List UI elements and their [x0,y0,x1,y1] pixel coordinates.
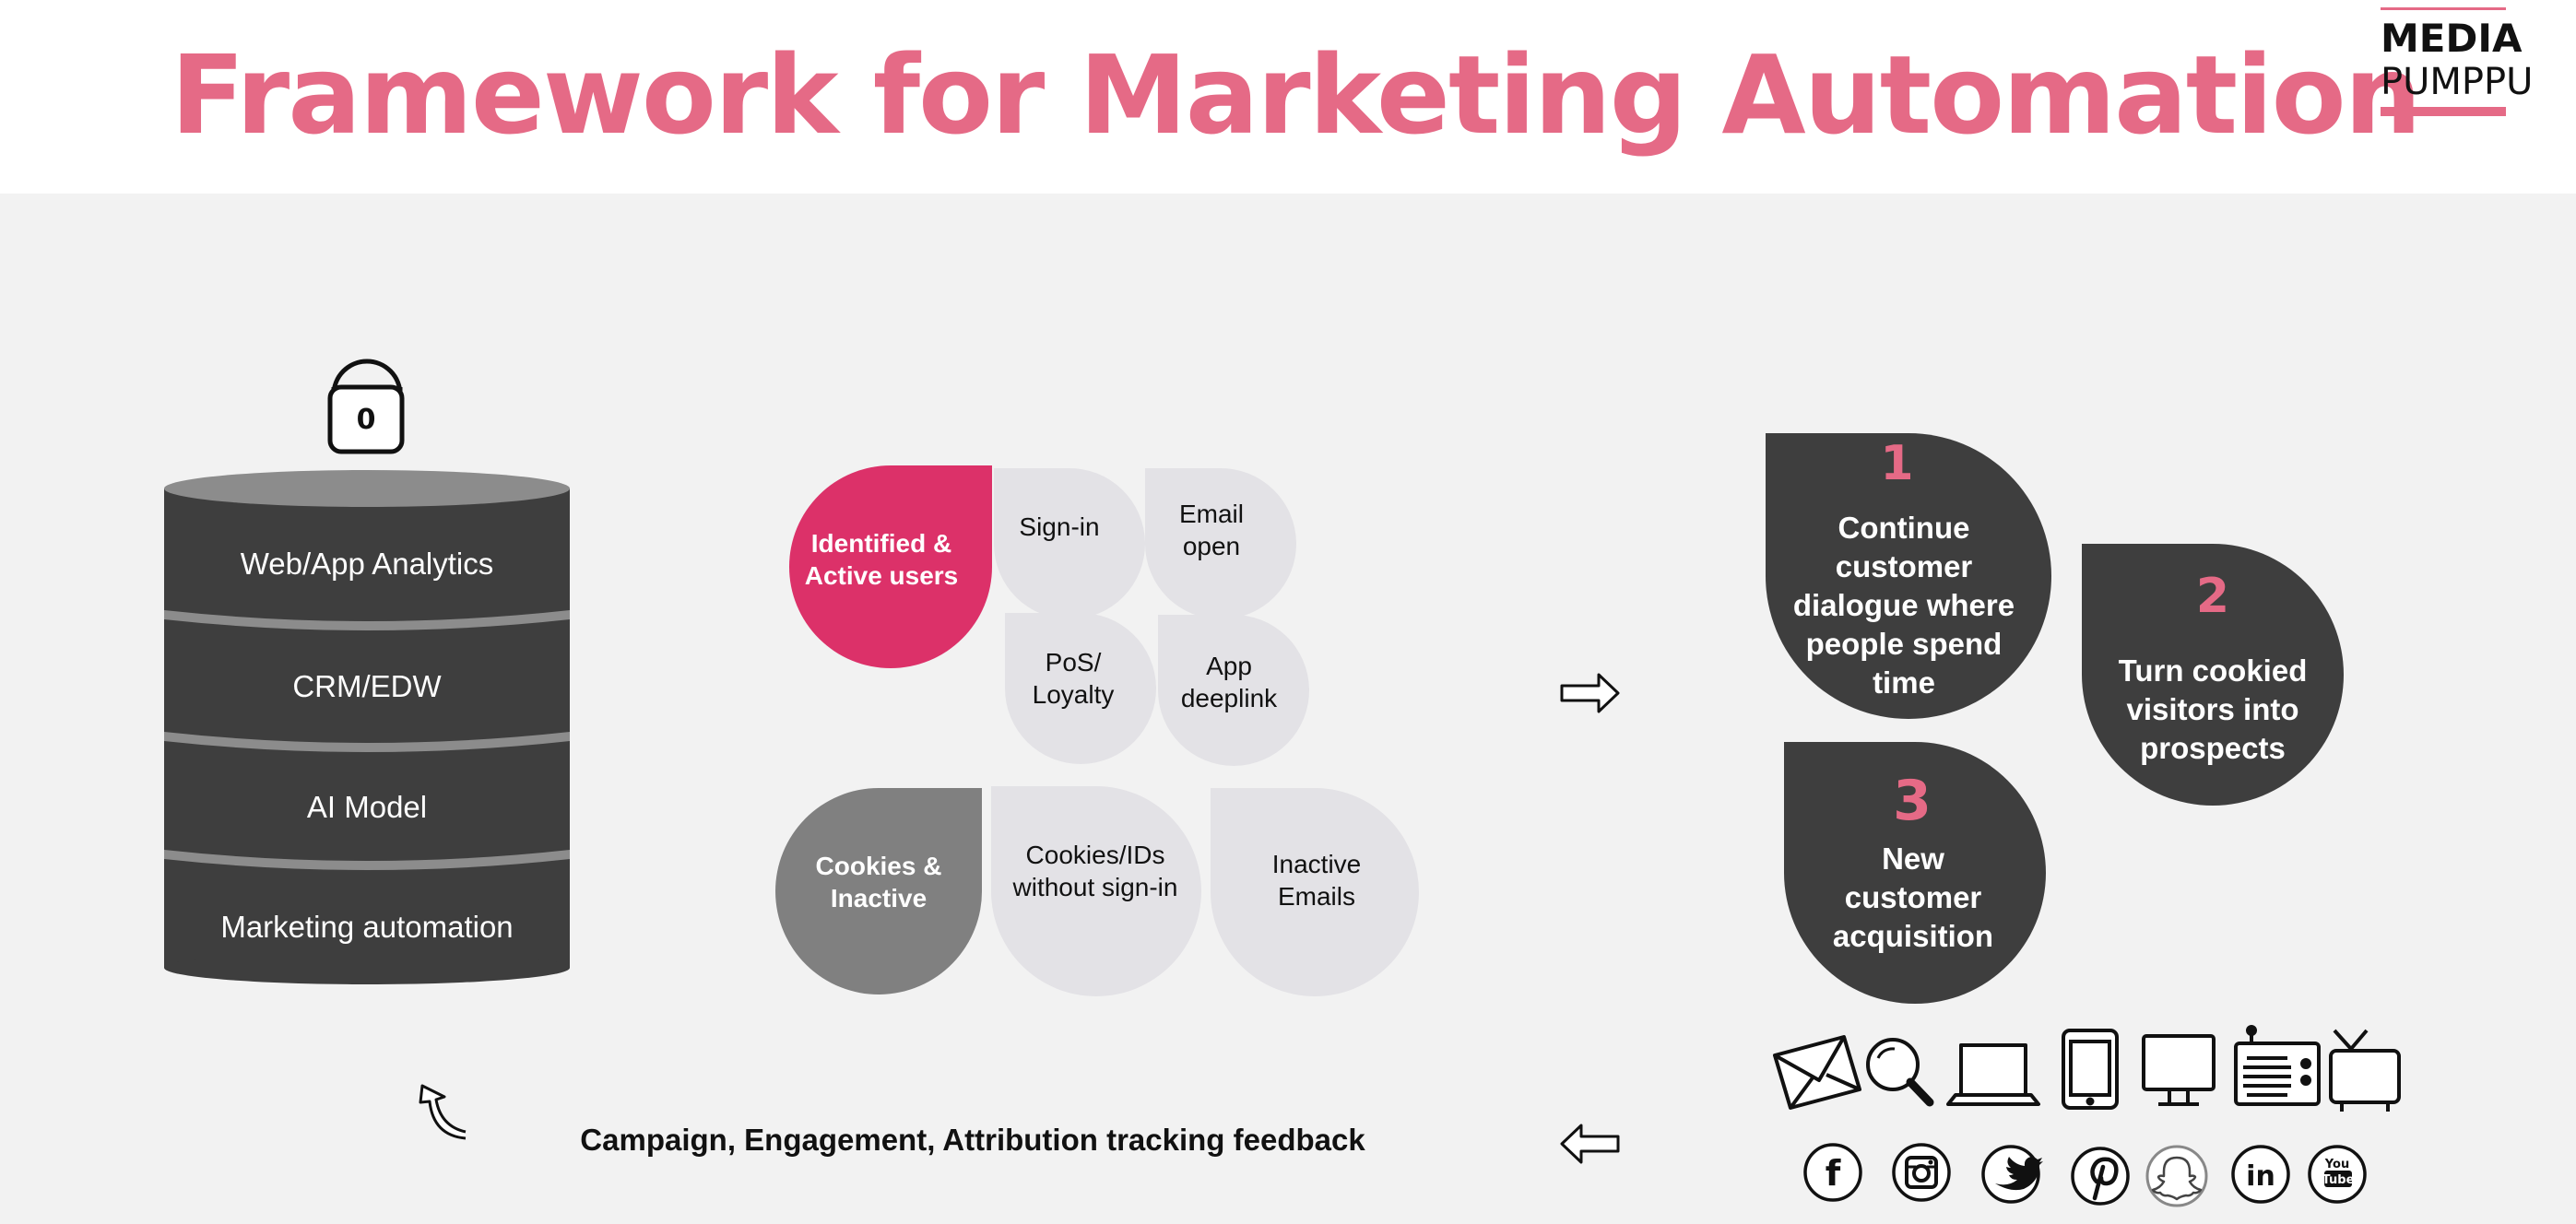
lock-label: 0 [356,404,376,436]
twitter-icon [1981,1145,2043,1204]
db-layer-label-marketing: Marketing automation [220,910,514,944]
petal-email-open [1145,467,1296,619]
instagram-icon [1892,1143,1951,1202]
step-2-number: 2 [2195,569,2230,624]
arrow-right-icon [1560,673,1620,713]
media-pumppu-logo: MEDIA PUMPPU [2379,7,2533,120]
segment-app-deeplink-label: App deeplink [1180,652,1278,712]
svg-text:in: in [2246,1160,2275,1193]
step-2-petal [2082,544,2344,806]
header: Framework for Marketing Automation MEDIA… [0,0,2576,194]
segment-inactive-emails-label: Inactive Emails [1271,850,1362,911]
petal-pos-loyalty [1005,612,1156,764]
petal-inactive-emails [1211,788,1419,996]
db-layer-label-ai-model: AI Model [306,790,428,824]
database-cylinder [164,470,570,984]
pinterest-icon [2071,1147,2130,1206]
laptop-icon [1946,1043,2040,1106]
segment-cookied-label: Cookies & Inactive [815,852,942,912]
search-icon [1866,1038,1934,1107]
segment-identified-label: Identified & Active users [804,529,959,590]
email-icon [1773,1035,1861,1110]
youtube-icon: You Tube [2308,1145,2367,1204]
svg-text:f: f [1826,1153,1841,1194]
step-1-petal [1766,433,2051,719]
arrow-left-icon [1560,1124,1620,1164]
db-layer-label-crm: CRM/EDW [292,669,442,703]
logo-line-1: MEDIA [2381,16,2523,61]
svg-text:Tube: Tube [2322,1173,2355,1187]
svg-text:You: You [2324,1158,2349,1171]
segment-sign-in-label: Sign-in [1019,512,1100,541]
step-3-text: New customer acquisition [1832,842,1994,953]
radio-icon [2234,1025,2321,1106]
petal-cookies-ids [991,786,1201,996]
curved-arrow-up-icon [419,1084,467,1140]
device-icons [1773,1025,2401,1112]
petal-cookied [775,788,983,994]
linkedin-icon: in [2231,1145,2290,1204]
logo-bottom-bar [2381,107,2506,116]
petal-sign-in [994,467,1145,619]
step-3-petal [1784,742,2046,1004]
step-3-number: 3 [1893,769,1932,833]
page-title: Framework for Marketing Automation [171,31,2422,159]
tablet-icon [2062,1029,2119,1110]
step-1-number: 1 [1880,436,1914,491]
social-icons: f in You Tube [1803,1143,2367,1207]
snapchat-icon [2145,1145,2208,1207]
logo-line-2: PUMPPU [2381,61,2534,103]
lock-icon [327,359,405,454]
desktop-icon [2142,1034,2216,1106]
tv-icon [2329,1029,2401,1112]
facebook-icon: f [1803,1143,1862,1202]
petal-identified [789,465,992,668]
step-2-text: Turn cookied visitors into prospects [2118,653,2308,765]
step-1-text: Continue customer dialogue where people … [1792,511,2015,700]
feedback-label: Campaign, Engagement, Attribution tracki… [580,1123,1365,1157]
segment-pos-loyalty-label: PoS/ Loyalty [1032,648,1115,709]
petal-app-deeplink [1158,614,1310,766]
db-layer-label-web-app: Web/App Analytics [240,547,494,581]
segment-email-open-label: Email open [1178,500,1244,560]
segment-cookies-ids-label: Cookies/IDs without sign-in [1012,841,1178,901]
logo-top-bar [2381,7,2506,10]
